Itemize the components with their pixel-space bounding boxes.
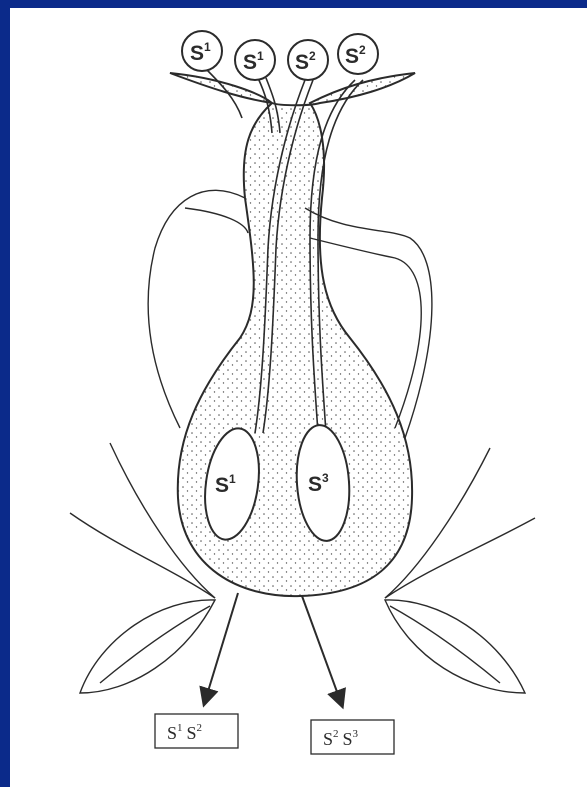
outcome-right-a-base: S [323, 729, 333, 749]
sepal-left-vein [100, 606, 210, 683]
pollen-grain-1-sup: 1 [204, 40, 211, 54]
diagram-canvas: S1 S1 S2 S2 S1 [10, 8, 587, 787]
pistil-diagram: S1 S1 S2 S2 S1 [10, 8, 587, 787]
arrows [206, 593, 340, 700]
pollen-grain-2-base: S [243, 51, 257, 74]
outcome-right-a-sup: 2 [333, 728, 339, 740]
outcome-left-b-sup: 2 [197, 722, 203, 734]
sepal-right-vein [390, 606, 500, 683]
outcome-right-b-base: S [343, 729, 353, 749]
outcome-left-a-base: S [167, 723, 177, 743]
arrow-right [302, 596, 340, 700]
pollen-grain-4-sup: 2 [359, 43, 366, 57]
pollen-grain-2: S1 [235, 40, 275, 80]
pollen-grain-2-sup: 1 [257, 49, 264, 63]
outcome-right-b-sup: 3 [353, 728, 359, 740]
sepal-right-leaf [385, 600, 525, 693]
pollen-grain-1: S1 [182, 31, 222, 71]
pollen-grain-1-base: S [190, 42, 204, 65]
petal-left-inner [185, 208, 248, 233]
ovule-right-sup: 3 [322, 471, 329, 485]
pollen-grains: S1 S1 S2 S2 [182, 31, 378, 80]
ovule-left-base: S [215, 474, 229, 497]
pollen-grain-3: S2 [288, 40, 328, 80]
pollen-grain-3-base: S [295, 51, 309, 74]
outcome-left-a-sup: 1 [177, 722, 183, 734]
pollen-grain-4-base: S [345, 45, 359, 68]
ovule-left-sup: 1 [229, 472, 236, 486]
outcome-box-right: S2S3 [311, 720, 394, 754]
outcome-box-left: S1S2 [155, 714, 238, 748]
ovule-right-base: S [308, 473, 322, 496]
pollen-grain-3-sup: 2 [309, 49, 316, 63]
pollen-grain-4: S2 [338, 34, 378, 74]
outcome-left-b-base: S [187, 723, 197, 743]
